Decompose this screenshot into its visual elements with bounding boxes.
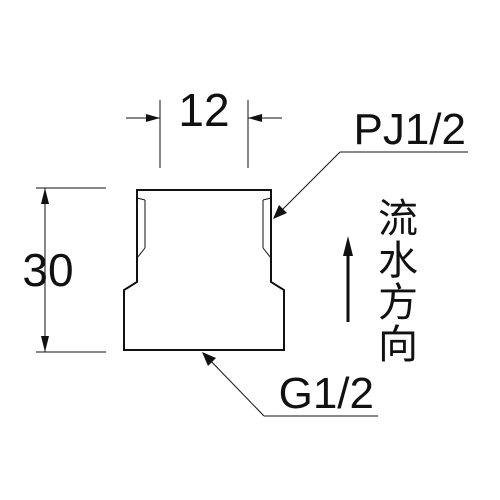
top-thread-label: PJ1/2 <box>353 105 466 154</box>
height-arrowhead-top <box>41 188 49 204</box>
flow-direction-char-3: 方 <box>378 280 418 326</box>
height-arrowhead-bottom <box>41 336 49 352</box>
flow-arrow-head <box>343 236 353 256</box>
thread-chamfer-left <box>136 197 146 201</box>
fitting-outline <box>123 189 285 351</box>
fitting-body <box>123 189 285 351</box>
width-arrowhead-right <box>248 114 262 122</box>
bottom-thread-callout: G1/2 <box>202 352 378 418</box>
top-thread-callout: PJ1/2 <box>273 105 468 219</box>
thread-taper-left <box>136 247 146 259</box>
top-thread-leader-arrowhead <box>273 205 287 219</box>
bottom-thread-leader-line <box>205 355 265 417</box>
top-thread-leader-line <box>275 151 341 217</box>
width-arrowhead-left <box>146 114 160 122</box>
flow-direction-char-2: 水 <box>378 238 418 284</box>
flow-direction-char-4: 向 <box>378 322 418 368</box>
thread-taper-right <box>262 247 272 259</box>
flow-direction-char-1: 流 <box>378 196 418 242</box>
flow-direction-indicator: 流 水 方 向 <box>343 196 418 368</box>
height-dimension: 30 <box>22 187 106 353</box>
height-value: 30 <box>22 244 73 296</box>
bottom-thread-label: G1/2 <box>279 369 374 418</box>
bottom-thread-leader-arrowhead <box>202 352 216 366</box>
width-dimension: 12 <box>126 84 282 168</box>
thread-chamfer-right <box>262 197 272 201</box>
width-value: 12 <box>178 84 229 136</box>
